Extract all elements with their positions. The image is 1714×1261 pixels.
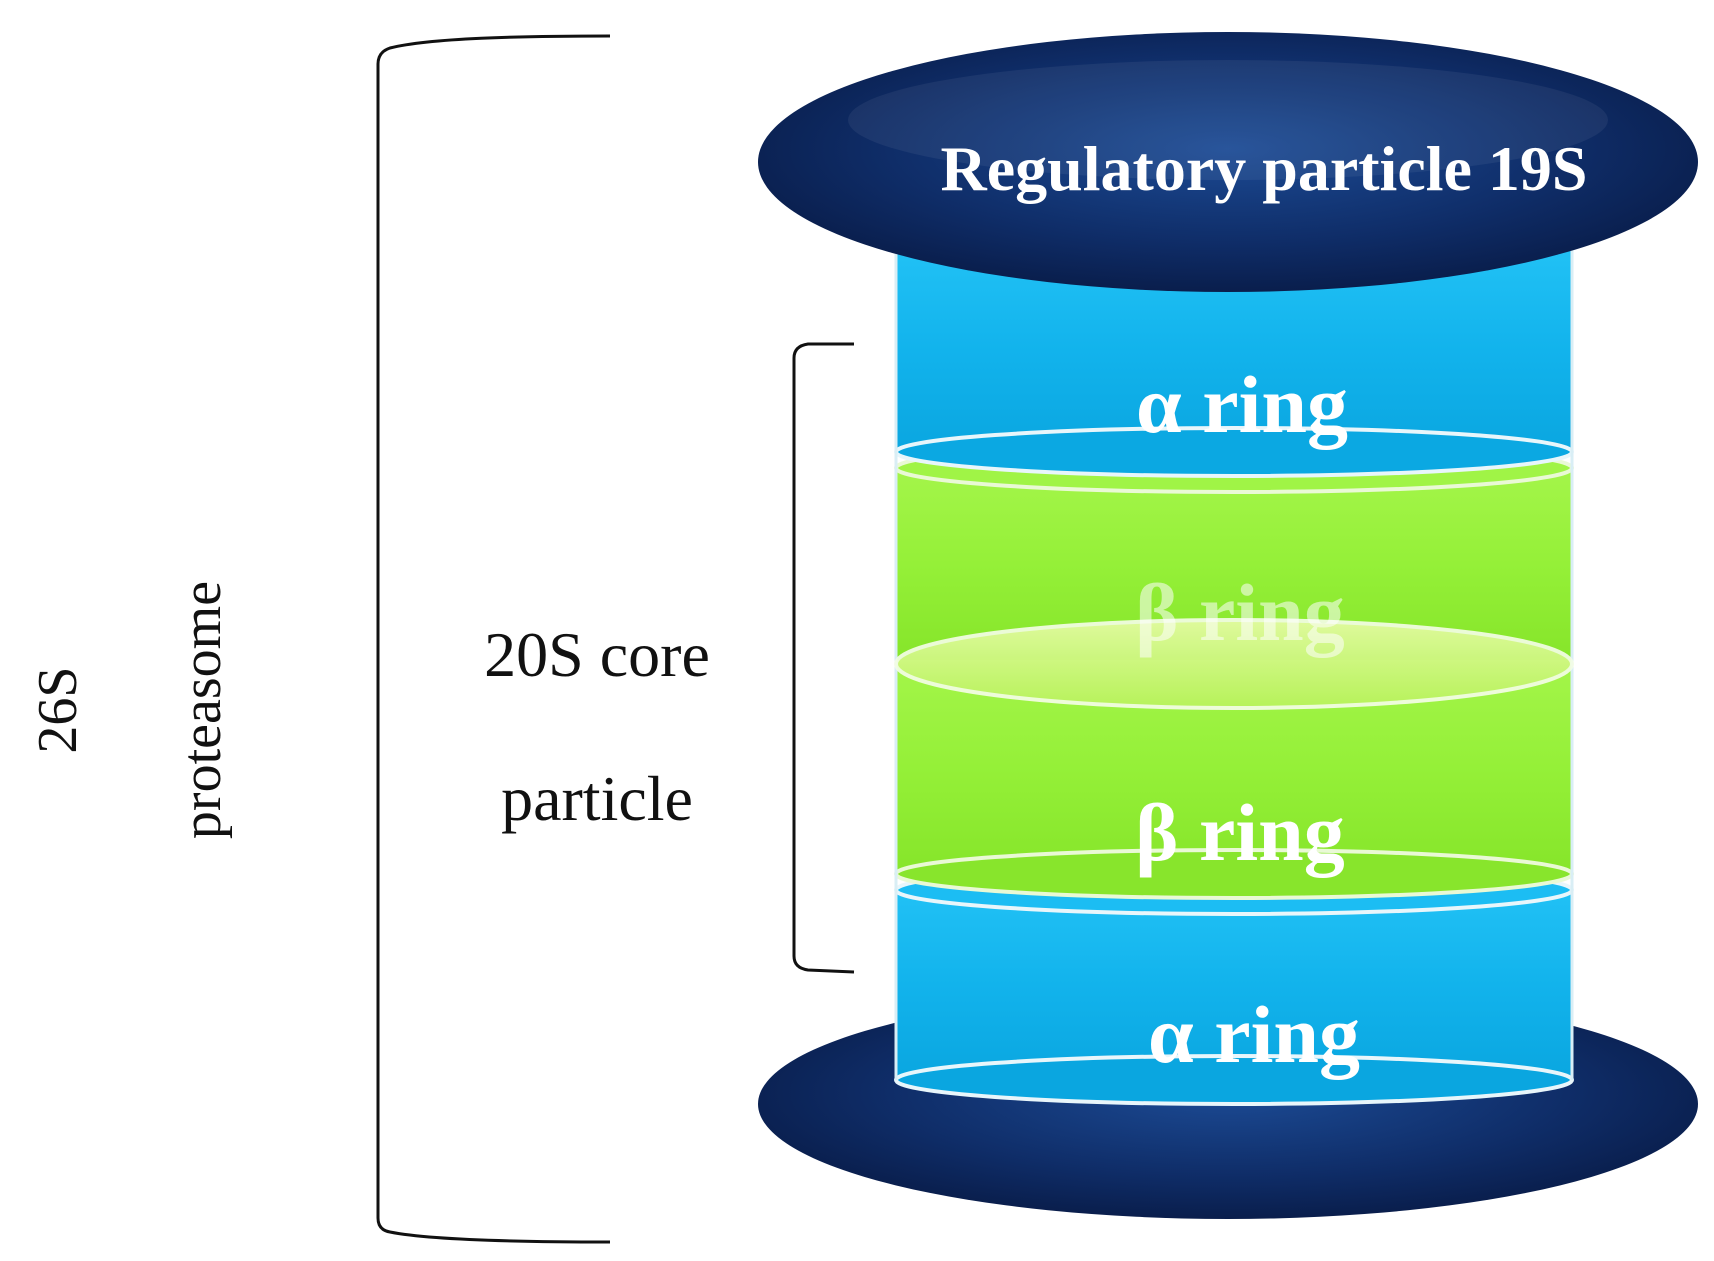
regulatory-cap-top-highlight [848,60,1608,180]
ring-label-beta-lower: β ring [1135,787,1344,878]
outer-label-line1: 26S [27,666,89,753]
beta-interface-disc [894,618,1574,710]
ring-label-beta-upper: β ring [1135,567,1344,658]
regulatory-label: Regulatory particle 19S [941,133,1588,204]
core-label-line2: particle [501,763,693,834]
core-label-line1: 20S core [484,619,710,690]
core-bracket [792,342,855,974]
ring-label-alpha-top: α ring [1136,359,1348,450]
outer-label-line2: proteasome [171,581,233,839]
outer-bracket [376,34,611,1244]
regulatory-cap-top [758,32,1698,292]
ring-stack [894,250,1574,1106]
ring-label-alpha-bottom: α ring [1148,989,1360,1080]
